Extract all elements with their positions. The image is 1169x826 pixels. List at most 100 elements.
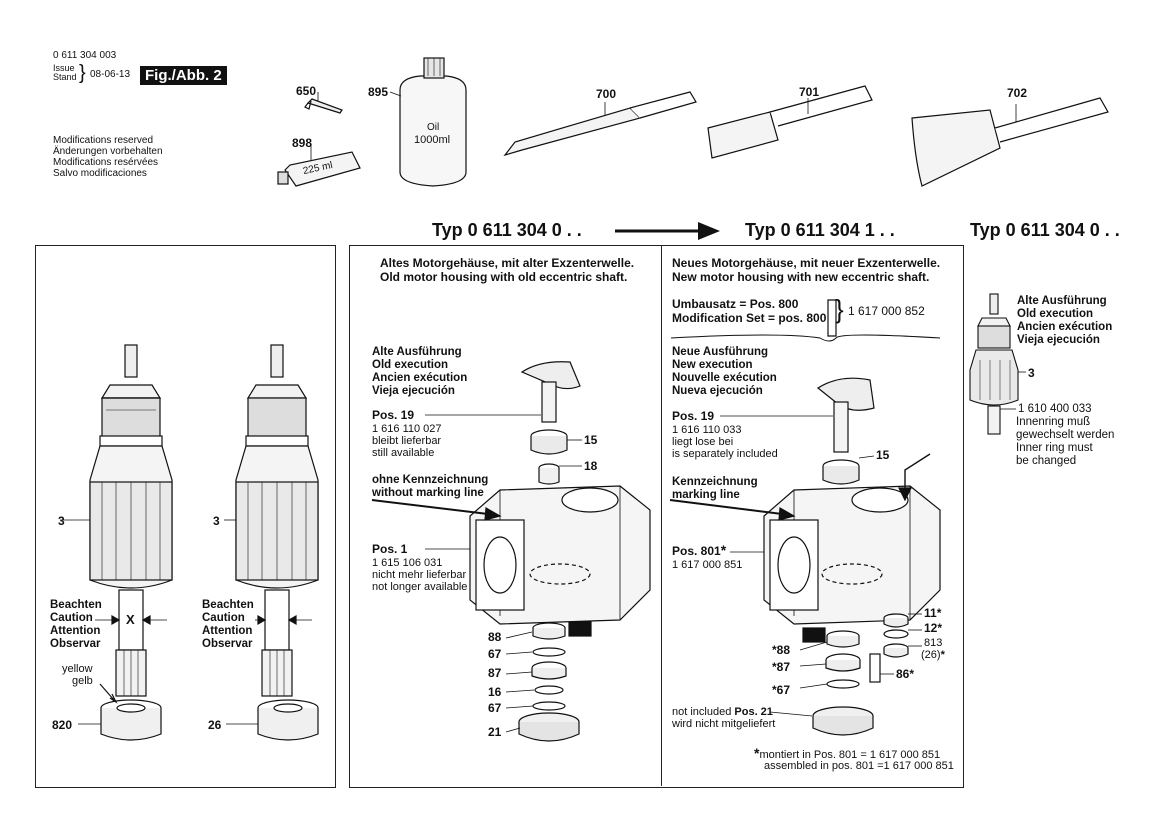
callout-15-old: 15	[584, 433, 598, 447]
callout-67-new: *67	[772, 683, 791, 697]
callout-3-right: 3	[213, 514, 220, 528]
callout-700: 700	[596, 87, 617, 101]
type-right: Typ 0 611 304 0 . .	[970, 220, 1120, 240]
modifications-1: Modifications reserved	[53, 135, 154, 146]
set-brace-glyph: }	[835, 294, 844, 324]
far-exec-1: Alte Ausführung	[1017, 295, 1107, 307]
new-marking-2: marking line	[672, 489, 740, 501]
far-exec-4: Vieja ejecución	[1017, 334, 1100, 346]
new-pos19-line-2: liegt lose bei	[672, 436, 734, 448]
caution-left-4: Observar	[50, 638, 101, 650]
caution-left-1: Beachten	[50, 599, 102, 611]
old-pos1-line-3: not longer available	[372, 581, 468, 593]
modifications-2: Änderungen vorbehalten	[53, 146, 163, 157]
new-marking-1: Kennzeichnung	[672, 476, 758, 488]
old-exec-1: Alte Ausführung	[372, 346, 462, 358]
old-pos19-line-3: still available	[372, 447, 435, 459]
modifications-3: Modifications resérvées	[53, 157, 159, 168]
panel-divider	[661, 246, 662, 786]
new-pos801-line: 1 617 000 851	[672, 559, 743, 571]
new-housing-title-de: Neues Motorgehäuse, mit neuer Exzenterwe…	[672, 256, 941, 270]
far-note-2: gewechselt werden	[1016, 429, 1115, 441]
new-pos19-line-1: 1 616 110 033	[672, 424, 742, 436]
old-pos1-line-2: nicht mehr lieferbar	[372, 569, 467, 581]
old-pos1: Pos. 1	[372, 542, 408, 556]
far-note-1: Innenring muß	[1016, 416, 1091, 428]
old-exec-3: Ancien exécution	[372, 372, 468, 384]
callout-702: 702	[1007, 86, 1028, 100]
callout-820: 820	[52, 718, 73, 732]
caution-right-1: Beachten	[202, 599, 254, 611]
old-pos19: Pos. 19	[372, 408, 415, 422]
type-middle: Typ 0 611 304 1 . .	[745, 220, 895, 240]
gelb-label: gelb	[72, 675, 93, 687]
caution-left-2: Caution	[50, 612, 93, 624]
callout-898: 898	[292, 136, 313, 150]
callout-813: 813	[924, 637, 943, 649]
new-exec-2: New execution	[672, 359, 753, 371]
far-exec-3: Ancien exécution	[1017, 321, 1113, 333]
callout-67-old-b: 67	[488, 701, 502, 715]
fig-label: Fig./Abb. 2	[140, 66, 227, 85]
callout-21: 21	[488, 725, 502, 739]
umbausatz-de: Umbausatz = Pos. 800	[672, 297, 799, 311]
callout-15-new: 15	[876, 448, 890, 462]
callout-88-old: 88	[488, 630, 502, 644]
not-included: not included Pos. 21	[672, 706, 773, 718]
new-housing-title-en: New motor housing with new eccentric sha…	[672, 270, 930, 284]
callout-3-far: 3	[1028, 366, 1035, 380]
caution-left-3: Attention	[50, 625, 101, 637]
old-marking-2: without marking line	[372, 487, 484, 499]
callout-11: 11*	[924, 606, 942, 620]
stand-label: Stand	[53, 72, 77, 82]
old-exec-4: Vieja ejecución	[372, 385, 455, 397]
far-note-3: Inner ring must	[1016, 442, 1093, 454]
far-part-number: 1 610 400 033	[1018, 403, 1092, 415]
callout-67-old-a: 67	[488, 647, 502, 661]
callout-895: 895	[368, 85, 389, 99]
callout-87-old: 87	[488, 666, 502, 680]
yellow-label: yellow	[62, 663, 93, 675]
set-number: 1 617 000 852	[848, 304, 925, 318]
new-pos19-line-3: is separately included	[672, 448, 778, 460]
old-pos19-line-1: 1 616 110 027	[372, 423, 442, 435]
modifications-4: Salvo modificaciones	[53, 168, 147, 179]
issue-label: Issue	[53, 63, 75, 73]
callout-88-new: *88	[772, 643, 791, 657]
issue-date: 08-06-13	[90, 69, 131, 80]
footnote-de: *montiert in Pos. 801 = 1 617 000 851	[754, 745, 941, 761]
callout-86: 86*	[896, 667, 915, 681]
panel-center	[349, 245, 964, 788]
old-housing-title-de: Altes Motorgehäuse, mit alter Exzenterwe…	[380, 256, 635, 270]
bottle-label-volume: 1000ml	[414, 134, 451, 146]
callout-18: 18	[584, 459, 598, 473]
old-housing-title-en: Old motor housing with old eccentric sha…	[380, 270, 628, 284]
caution-right-2: Caution	[202, 612, 245, 624]
callout-16: 16	[488, 685, 502, 699]
callout-26-paren: (26)*	[921, 649, 945, 661]
old-exec-2: Old execution	[372, 359, 449, 371]
type-left: Typ 0 611 304 0 . .	[432, 220, 582, 240]
old-marking-1: ohne Kennzeichnung	[372, 474, 489, 486]
callout-87-new: *87	[772, 660, 791, 674]
caution-right-4: Observar	[202, 638, 253, 650]
new-pos19: Pos. 19	[672, 409, 715, 423]
umbausatz-en: Modification Set = pos. 800	[672, 311, 827, 325]
far-note-4: be changed	[1016, 455, 1077, 467]
far-exec-2: Old execution	[1017, 308, 1094, 320]
new-exec-1: Neue Ausführung	[672, 346, 769, 358]
panel-left	[35, 245, 336, 788]
caution-right-3: Attention	[202, 625, 253, 637]
callout-3-left: 3	[58, 514, 65, 528]
x-mark: X	[126, 612, 135, 627]
callout-12: 12*	[924, 621, 943, 635]
bottle-label-oil: Oil	[427, 122, 440, 133]
not-included-de: wird nicht mitgeliefert	[672, 718, 776, 730]
new-pos801: Pos. 801*	[672, 542, 727, 558]
doc-number: 0 611 304 003	[53, 50, 117, 61]
callout-26: 26	[208, 718, 222, 732]
